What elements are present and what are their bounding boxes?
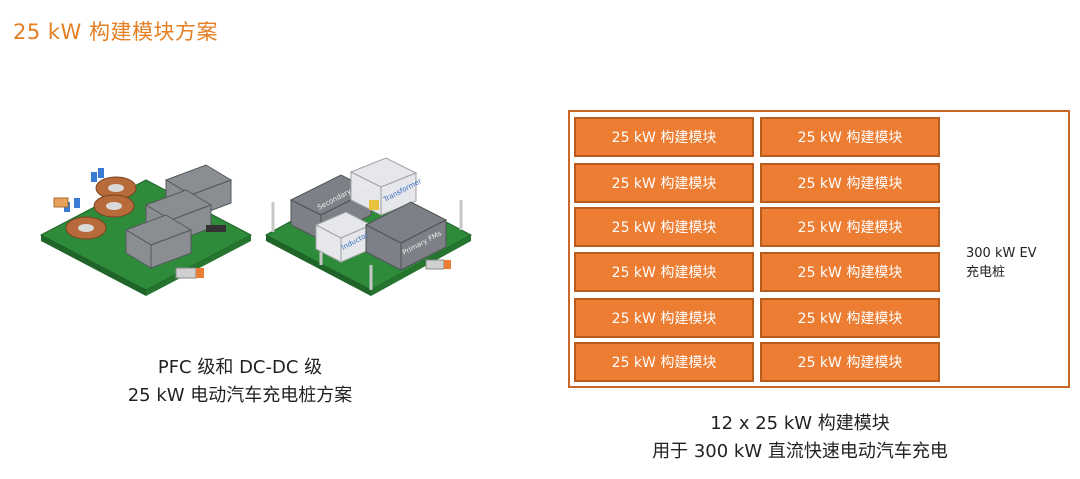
left-caption-line1: PFC 级和 DC-DC 级	[157, 357, 323, 378]
module-block: 25 kW 构建模块	[574, 342, 754, 382]
module-block: 25 kW 构建模块	[574, 163, 754, 203]
module-block: 25 kW 构建模块	[574, 252, 754, 292]
pfc-board-image	[39, 164, 253, 296]
right-caption-line1: 12 x 25 kW 构建模块	[710, 413, 890, 434]
pcb-renderings: Secondary FMs Transformer Inductor Prima…	[39, 157, 473, 296]
left-caption-line2: 25 kW 电动汽车充电桩方案	[127, 385, 353, 406]
module-block: 25 kW 构建模块	[760, 207, 940, 247]
station-label-line1: 300 kW EV	[966, 246, 1037, 261]
module-block: 25 kW 构建模块	[760, 342, 940, 382]
module-block: 25 kW 构建模块	[574, 117, 754, 157]
page-title: 25 kW 构建模块方案	[13, 20, 218, 44]
station-label-line2: 充电桩	[966, 265, 1006, 280]
station-label: 300 kW EV 充电桩	[966, 244, 1037, 282]
module-block: 25 kW 构建模块	[574, 298, 754, 338]
module-block: 25 kW 构建模块	[760, 252, 940, 292]
charger-block-frame: 25 kW 构建模块 25 kW 构建模块 25 kW 构建模块 25 kW 构…	[568, 110, 1070, 388]
module-block: 25 kW 构建模块	[760, 163, 940, 203]
module-block: 25 kW 构建模块	[760, 117, 940, 157]
module-block: 25 kW 构建模块	[760, 298, 940, 338]
left-caption: PFC 级和 DC-DC 级 25 kW 电动汽车充电桩方案	[60, 354, 420, 410]
module-block: 25 kW 构建模块	[574, 207, 754, 247]
dcdc-board-image: Secondary FMs Transformer Inductor Prima…	[264, 157, 473, 296]
right-caption-line2: 用于 300 kW 直流快速电动汽车充电	[652, 441, 948, 462]
right-caption: 12 x 25 kW 构建模块 用于 300 kW 直流快速电动汽车充电	[560, 410, 1040, 466]
